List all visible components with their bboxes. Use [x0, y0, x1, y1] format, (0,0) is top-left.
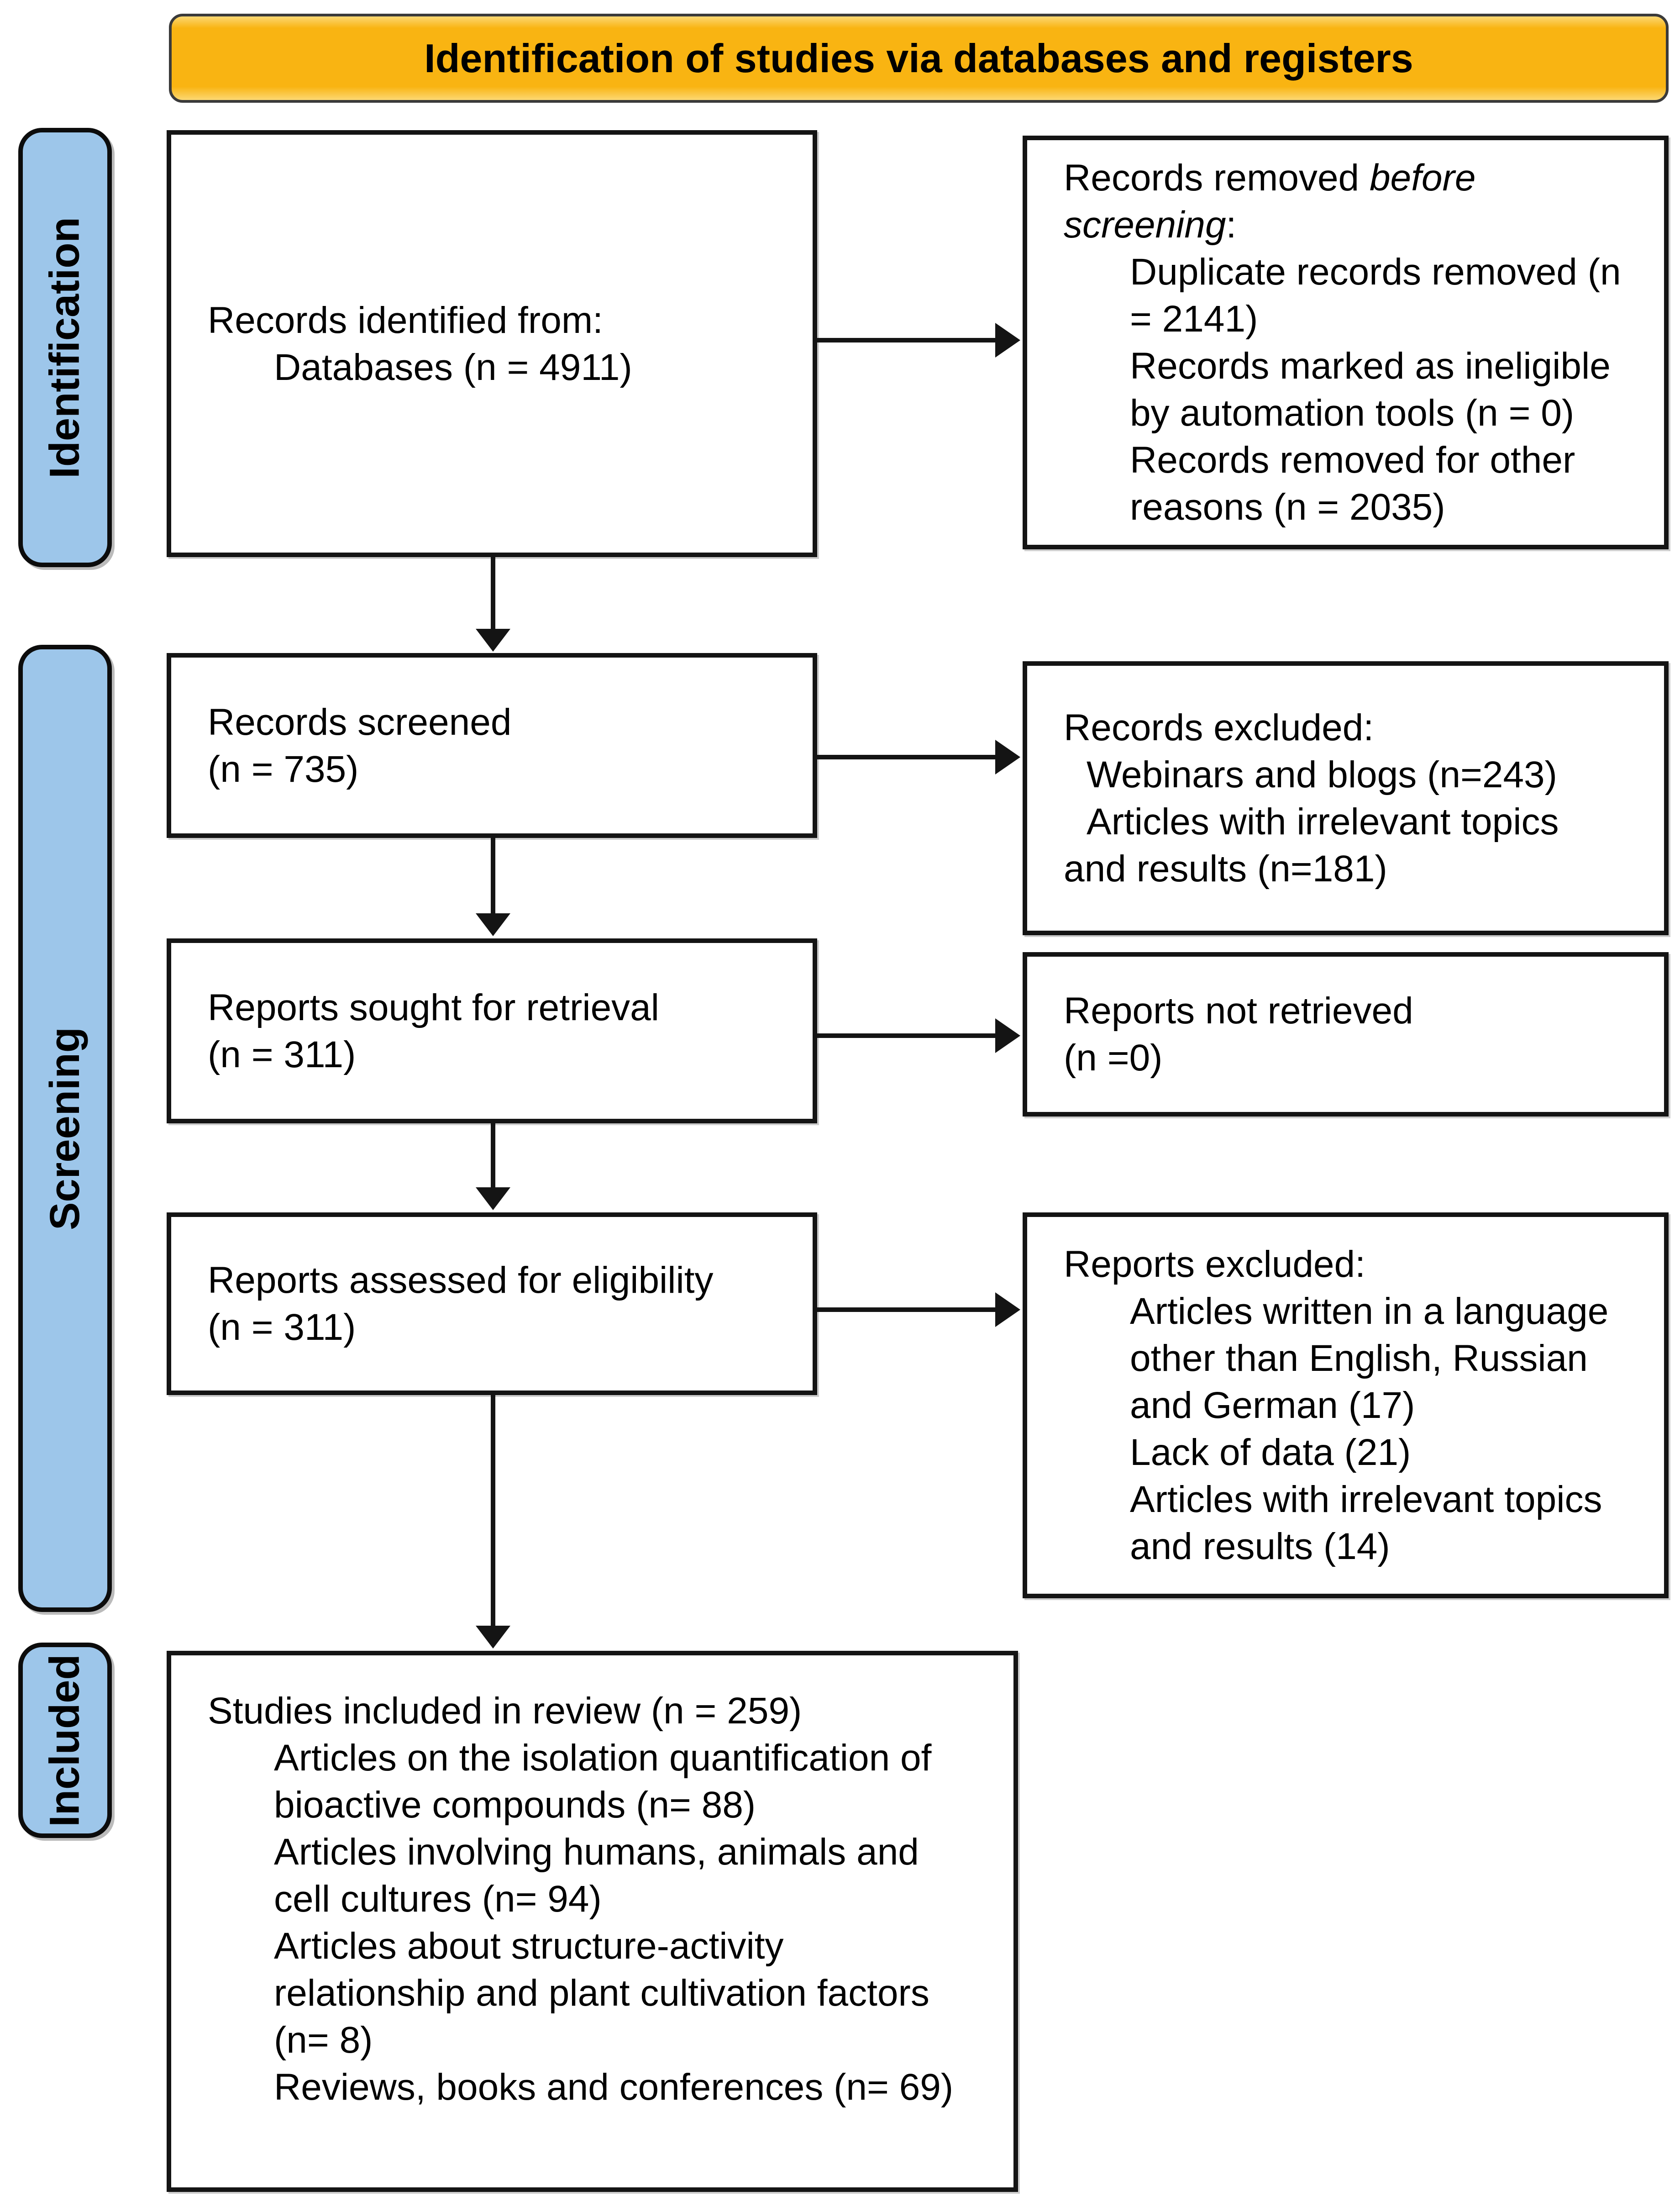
arrow-line: [817, 1307, 996, 1312]
box-studies-included: Studies included in review (n = 259) Art…: [167, 1651, 1018, 2192]
arrowhead-right-icon: [995, 1292, 1020, 1327]
box-reports-assessed: Reports assessed for eligibility (n = 31…: [167, 1212, 817, 1395]
arrowhead-right-icon: [995, 323, 1020, 358]
box-reports-not-retrieved-text: Reports not retrieved (n =0): [1064, 990, 1413, 1079]
box-records-identified: Records identified from: Databases (n = …: [167, 130, 817, 557]
arrow-line: [817, 338, 996, 342]
arrowhead-right-icon: [995, 740, 1020, 774]
records-removed-title-italic: before screening: [1064, 157, 1476, 246]
stage-label-identification-text: Identification: [42, 216, 89, 479]
arrowhead-down-icon: [476, 1187, 510, 1210]
box-records-identified-line2: Databases (n = 4911): [274, 346, 632, 388]
records-removed-title-suffix: :: [1226, 204, 1237, 246]
stage-label-included-text: Included: [42, 1654, 88, 1827]
arrow-line: [491, 1395, 495, 1627]
arrow-line: [817, 1033, 996, 1038]
box-records-removed: Records removed before screening: Duplic…: [1023, 136, 1669, 549]
box-records-excluded-title: Records excluded:: [1064, 707, 1374, 748]
box-studies-included-title: Studies included in review (n = 259): [208, 1690, 802, 1732]
arrowhead-down-icon: [476, 913, 510, 936]
banner-title: Identification of studies via databases …: [424, 35, 1413, 81]
arrowhead-right-icon: [995, 1018, 1020, 1053]
box-records-screened: Records screened (n = 735): [167, 653, 817, 838]
box-records-excluded-items: Webinars and blogs (n=243) Articles with…: [1087, 754, 1559, 843]
box-reports-assessed-text: Reports assessed for eligibility (n = 31…: [208, 1259, 714, 1348]
arrow-line: [491, 557, 495, 630]
stage-label-screening-text: Screening: [42, 1027, 89, 1230]
box-reports-excluded: Reports excluded: Articles written in a …: [1023, 1212, 1669, 1598]
arrowhead-down-icon: [476, 1626, 510, 1649]
box-reports-excluded-items: Articles written in a language other tha…: [1130, 1290, 1609, 1567]
box-reports-not-retrieved: Reports not retrieved (n =0): [1023, 952, 1669, 1117]
arrowhead-down-icon: [476, 629, 510, 652]
box-records-identified-line1: Records identified from:: [208, 299, 603, 341]
arrow-line: [491, 838, 495, 915]
arrow-line: [817, 755, 996, 759]
box-reports-excluded-title: Reports excluded:: [1064, 1243, 1365, 1285]
stage-label-included: Included: [18, 1643, 112, 1838]
box-reports-sought: Reports sought for retrieval (n = 311): [167, 938, 817, 1123]
box-records-removed-items: Duplicate records removed (n = 2141) Rec…: [1130, 251, 1621, 528]
banner-identification-of-studies: Identification of studies via databases …: [169, 14, 1669, 103]
stage-label-screening: Screening: [18, 645, 112, 1612]
records-removed-title-prefix: Records removed: [1064, 157, 1370, 199]
arrow-line: [491, 1123, 495, 1189]
box-records-removed-title: Records removed before screening:: [1064, 154, 1641, 248]
box-records-excluded: Records excluded: Webinars and blogs (n=…: [1023, 661, 1669, 935]
box-records-excluded-tail: and results (n=181): [1064, 848, 1387, 890]
box-reports-sought-text: Reports sought for retrieval (n = 311): [208, 986, 660, 1075]
box-studies-included-items: Articles on the isolation quantification…: [274, 1737, 954, 2108]
box-records-screened-text: Records screened (n = 735): [208, 701, 512, 790]
stage-label-identification: Identification: [18, 128, 112, 567]
